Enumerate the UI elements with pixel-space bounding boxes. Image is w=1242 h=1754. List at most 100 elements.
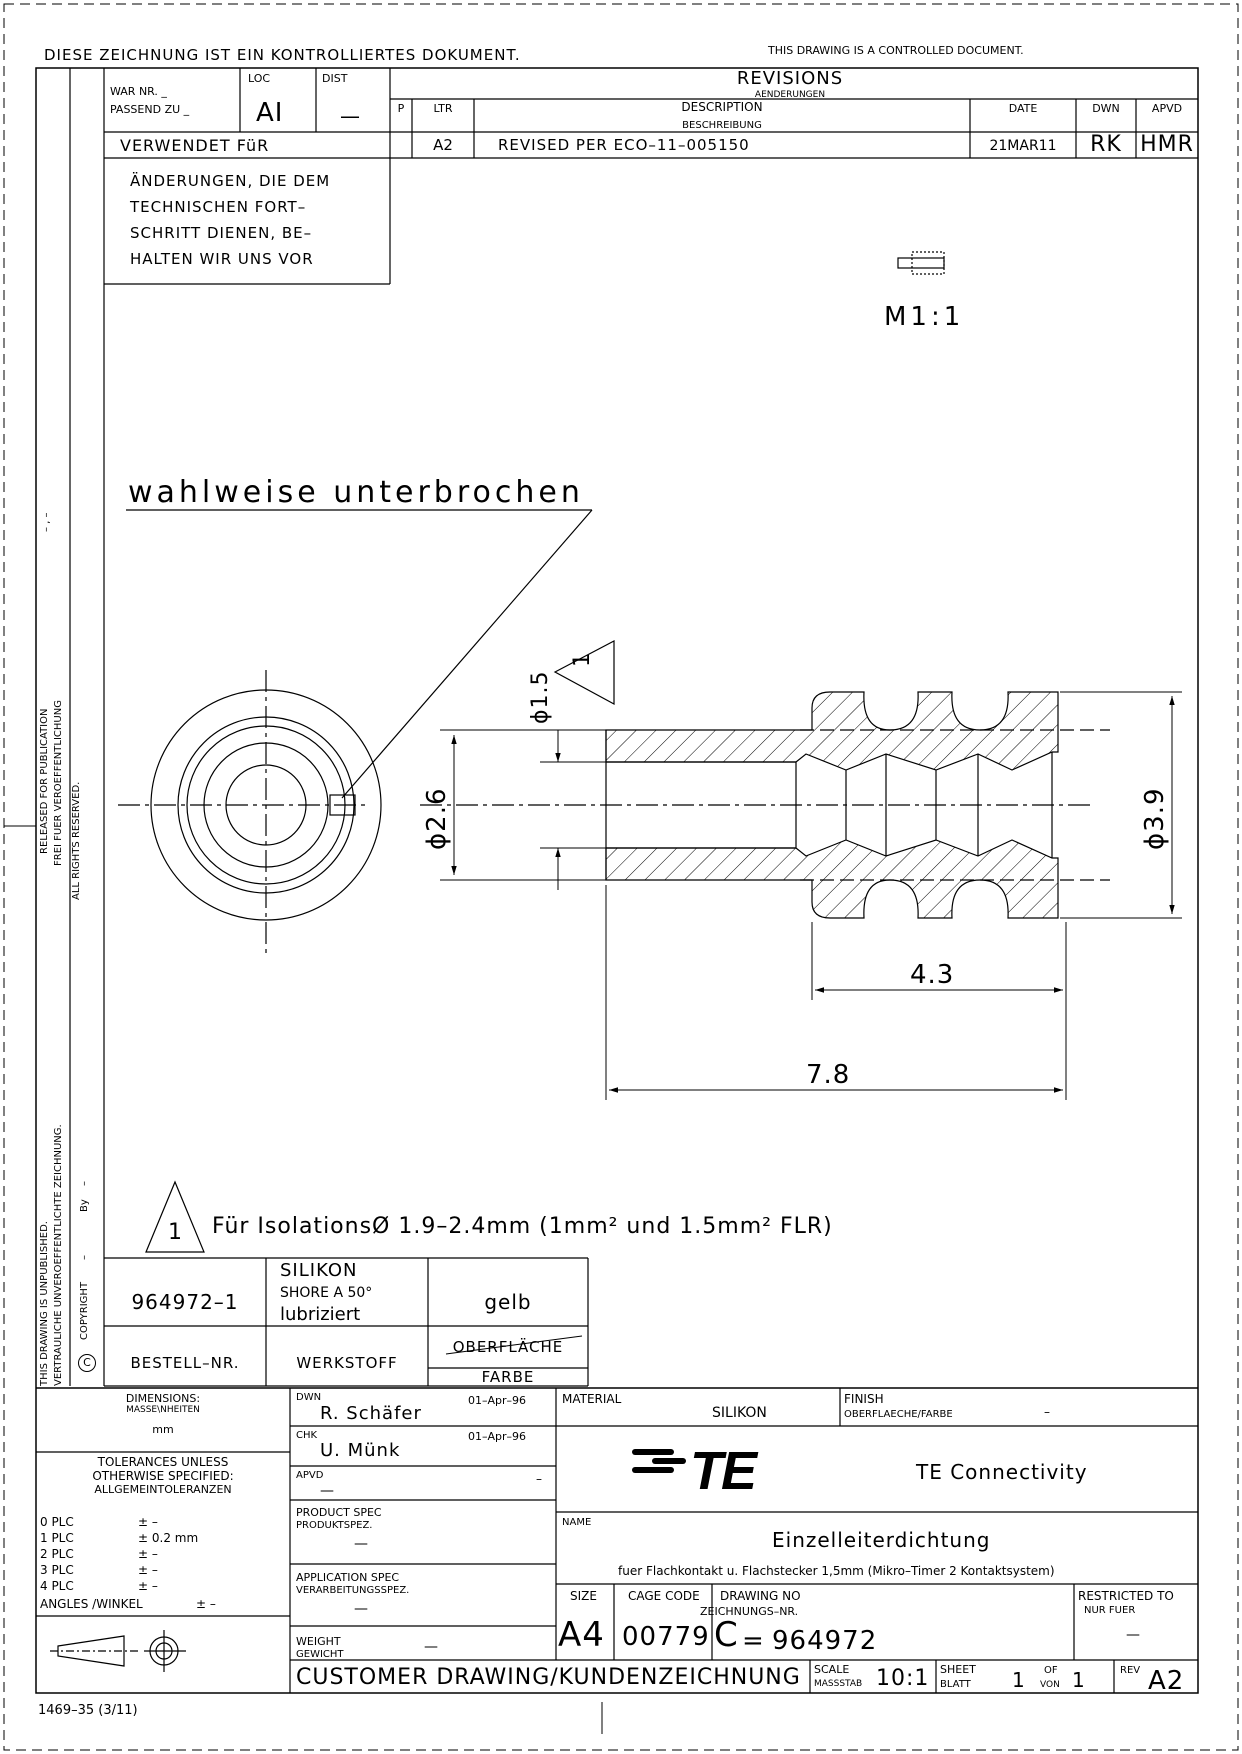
callout-text: wahlweise unterbrochen [128,475,584,510]
cage-code-value: 00779 [622,1622,710,1652]
dim-d26: ϕ2.6 [422,787,452,851]
rev-label: REV [1120,1665,1141,1676]
rev-row-dwn: RK [1090,132,1122,157]
note-line-3: SCHRITT DIENEN, BE– [130,224,313,242]
tolerances-line-1: TOLERANCES UNLESS [97,1455,229,1469]
application-spec-de: VERARBEITUNGSSPEZ. [296,1585,410,1596]
rev-col-date: DATE [1008,102,1038,115]
dwn-name: R. Schäfer [320,1403,422,1424]
plc-1-key: 1 PLC [40,1531,74,1545]
material-line-1: SILIKON [280,1260,358,1281]
drawing-no-de: ZEICHNUNGS–NR. [700,1605,799,1618]
of-de: VON [1040,1680,1060,1690]
seal-upper-wall [605,691,1059,771]
dimensions-de: MASSE\NHEITEN [126,1405,200,1415]
restricted-label: RESTRICTED TO [1078,1589,1174,1603]
te-logo-stripes [632,1449,686,1473]
page-frame [3,3,1239,1751]
released-marks: – , – [41,512,52,532]
dim-43: 4.3 [910,960,955,990]
angles-value: ± – [196,1597,216,1611]
plc-2-key: 2 PLC [40,1547,74,1561]
header-oberflaeche: OBERFLÄCHE [452,1338,564,1356]
unpublished-de: VERTRAULICHE UNVEROEFFENTLICHTE ZEICHNUN… [53,1124,64,1386]
rev-col-desc: DESCRIPTION [681,100,763,114]
name-label: NAME [562,1517,592,1528]
controlled-doc-de: DIESE ZEICHNUNG IST EIN KONTROLLIERTES D… [44,46,521,64]
company-name: TE Connectivity [916,1460,1088,1484]
drawing-no-dash: = [742,1626,764,1656]
size-value: A4 [558,1615,605,1655]
note-line-1: ÄNDERUNGEN, DIE DEM [130,172,331,190]
drawing-no-value: 964972 [772,1626,878,1656]
rights-reserved: ALL RIGHTS RESERVED. [71,781,82,900]
plc-4-key: 4 PLC [40,1579,74,1593]
dwn-label: DWN [296,1392,322,1403]
scale-note: M1:1 [884,302,965,332]
verwendet-fuer: VERWENDET FüR [120,136,270,155]
application-spec-label: APPLICATION SPEC [296,1571,400,1584]
of-label: OF [1044,1665,1058,1676]
by-label: By [79,1199,90,1212]
main-border [35,67,1199,1694]
chk-date: 01–Apr–96 [468,1430,527,1443]
form-number: 1469–35 (3/11) [38,1703,138,1718]
rev-col-apvd: APVD [1151,102,1183,115]
finish-label: FINISH [844,1392,884,1406]
note-text: Für IsolationsØ 1.9–2.4mm (1mm² und 1.5m… [212,1214,833,1239]
product-spec-label: PRODUCT SPEC [296,1506,382,1519]
dimensions-label: DIMENSIONS: [125,1392,201,1405]
restricted-value: — [1126,1627,1140,1643]
color-value: gelb [484,1290,532,1314]
triangle-number: 1 [570,653,595,667]
released-for-publication: RELEASED FOR PUBLICATION [39,708,50,854]
revisions-title-de: AENDERUNGEN [754,90,826,100]
sheet-value: 1 [1012,1668,1026,1692]
plc-3-key: 3 PLC [40,1563,74,1577]
sheet-label: SHEET [940,1663,976,1676]
plc-0-key: 0 PLC [40,1515,74,1529]
header-farbe: FARBE [481,1368,535,1386]
dim-d15: ϕ1.5 [528,670,553,725]
size-label: SIZE [570,1589,597,1603]
scale-de: MASSSTAB [814,1679,863,1689]
restricted-de: NUR FUER [1084,1605,1136,1616]
note-line-4: HALTEN WIR UNS VOR [130,250,314,268]
loc-label: LOC [248,72,271,85]
rev-value: A2 [1148,1666,1185,1696]
material-label: MATERIAL [562,1392,622,1406]
dist-value: — [340,104,360,128]
controlled-doc-en: THIS DRAWING IS A CONTROLLED DOCUMENT. [768,44,1024,57]
rev-row-apvd: HMR [1140,132,1194,157]
copyright-icon: C [78,1354,96,1372]
product-spec-de: PRODUKTSPEZ. [296,1520,373,1531]
chk-label: CHK [296,1430,318,1441]
part-name: Einzelleiterdichtung [772,1528,991,1552]
dist-label: DIST [322,72,348,85]
scale-value: 10:1 [876,1666,930,1691]
apvd-label: APVD [296,1470,324,1481]
rev-col-dwn: DWN [1092,102,1120,115]
apvd-dash: – [536,1472,542,1486]
chk-name: U. Münk [320,1440,401,1461]
rev-col-p: P [397,102,405,115]
plc-3-val: ± – [138,1563,158,1577]
rev-row-desc: REVISED PER ECO–11–005150 [498,136,750,154]
loc-value: AI [256,98,284,128]
tolerances-line-3: ALLGEMEINTOLERANZEN [94,1483,232,1496]
weight-de: GEWICHT [296,1649,344,1660]
angles-label: ANGLES /WINKEL [40,1597,143,1611]
te-logo: TE [690,1441,757,1501]
drawing-no-prefix: C [714,1615,739,1655]
material-value: SILIKON [712,1405,767,1421]
plc-1-val: ± 0.2 mm [138,1531,199,1545]
weight-label: WEIGHT [296,1635,341,1648]
finish-de: OBERFLAECHE/FARBE [844,1409,953,1420]
rev-col-ltr: LTR [433,102,453,115]
dim-d39: ϕ3.9 [1140,787,1170,851]
note-number: 1 [168,1220,182,1245]
copyright-dash: – [79,1255,90,1260]
sheet-de: BLATT [940,1679,971,1690]
product-spec-value: — [354,1536,368,1552]
released-de: FREI FUER VEROEFFENTLICHUNG [53,700,64,866]
